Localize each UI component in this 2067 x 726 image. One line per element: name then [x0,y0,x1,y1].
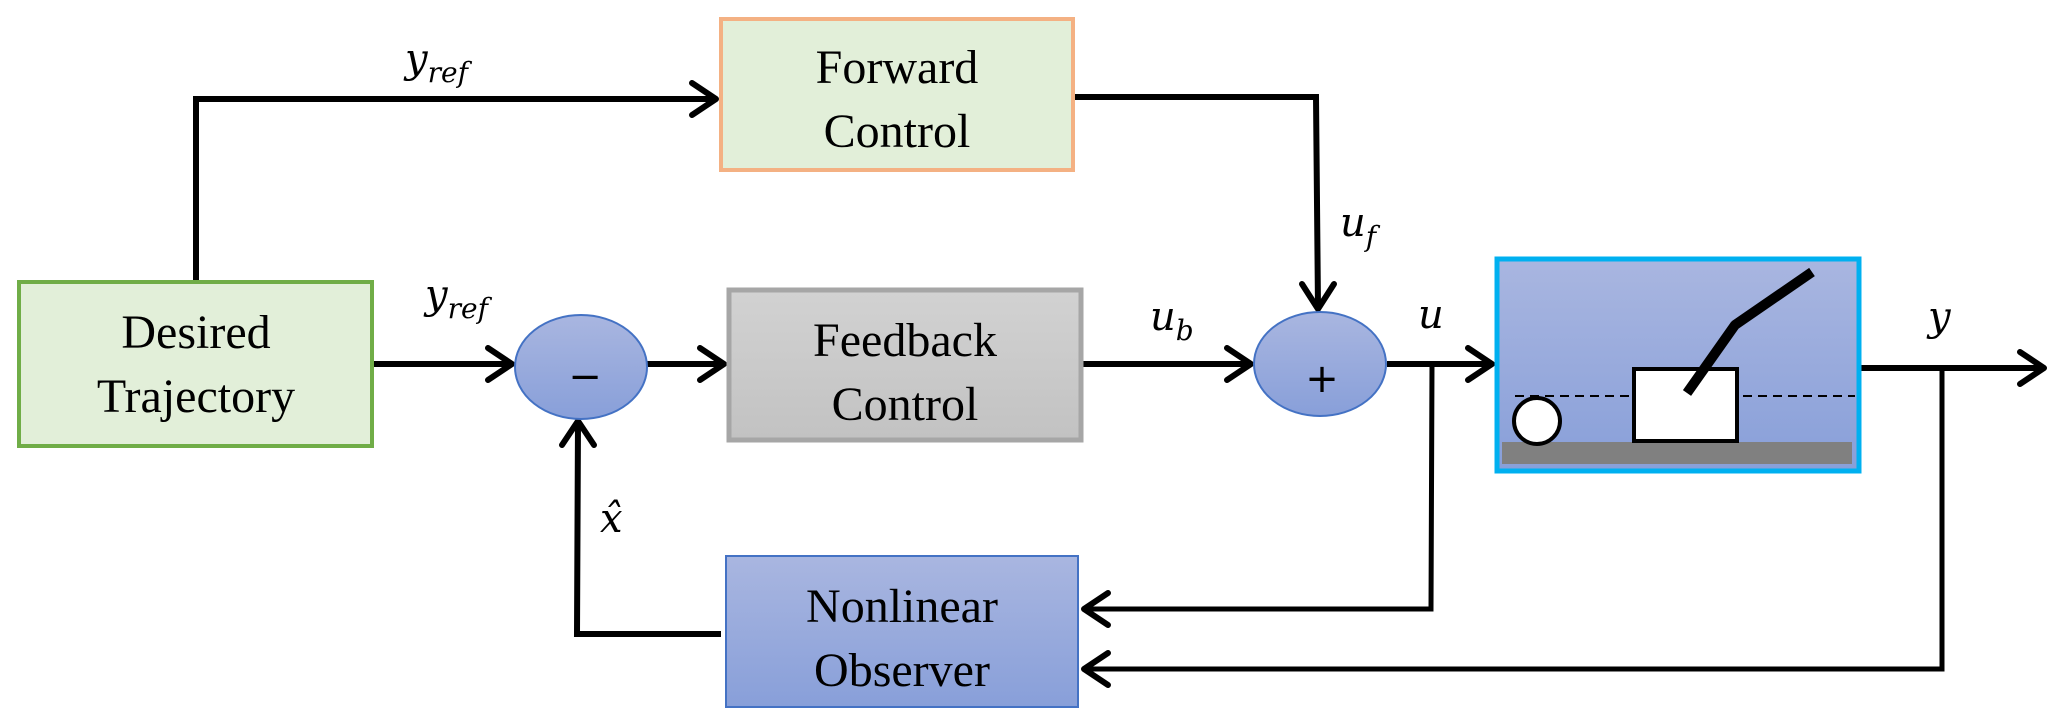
desired-trajectory-label-line1: Desired [121,306,270,359]
wire-u-to-observer [1084,363,1435,612]
signal-label-y: y [1926,294,1952,340]
arrowhead-observer-u-input [1081,590,1111,628]
forward-control-label-line1: Forward [816,41,979,94]
arrowhead-feedback-input [697,345,727,383]
arrowhead-sum-input [1224,345,1254,383]
arrowhead-forward-input [689,80,719,118]
signal-label-yref-main: yref [423,272,493,325]
wire-y-to-observer [1084,368,1945,672]
arrowhead-difference-input [485,345,515,383]
arrowhead-output [2017,349,2047,387]
arrowhead-uf [1299,281,1337,312]
plus-sign: + [1305,356,1339,402]
wire-xhat [573,420,721,637]
wire-uf [1074,94,1321,309]
feedback-control-label-line1: Feedback [813,314,997,367]
forward-control-block[interactable]: Forward Control [719,17,1075,172]
ground-icon [1502,442,1852,464]
forward-control-label-line2: Control [824,105,971,158]
nonlinear-observer-block[interactable]: Nonlinear Observer [725,555,1079,708]
cart-icon [1632,367,1739,443]
ball-icon [1512,396,1562,446]
feedback-control-block[interactable]: Feedback Control [726,287,1084,443]
minus-sign: − [568,354,602,400]
feedback-control-label-line2: Control [832,378,979,431]
sum-junction[interactable]: + [1253,311,1387,417]
wire-yref-to-forward [193,96,716,281]
nonlinear-observer-label-line1: Nonlinear [806,580,998,633]
signal-label-u: u [1418,292,1444,338]
arrowhead-observer-y-input [1081,650,1111,688]
difference-junction[interactable]: − [514,314,648,420]
signal-label-uf: uf [1340,200,1381,253]
signal-label-xhat: x̂ [600,496,623,542]
nonlinear-observer-label-line2: Observer [814,644,990,697]
arrowhead-xhat [559,418,597,448]
plant-block[interactable] [1494,256,1862,474]
pendulum-icon [1682,267,1815,396]
desired-trajectory-block[interactable]: Desired Trajectory [17,280,374,448]
signal-label-ub: ub [1150,294,1194,347]
desired-trajectory-label-line2: Trajectory [97,370,295,423]
signal-label-yref-top: yref [403,36,473,89]
arrowhead-plant-input [1465,345,1495,383]
